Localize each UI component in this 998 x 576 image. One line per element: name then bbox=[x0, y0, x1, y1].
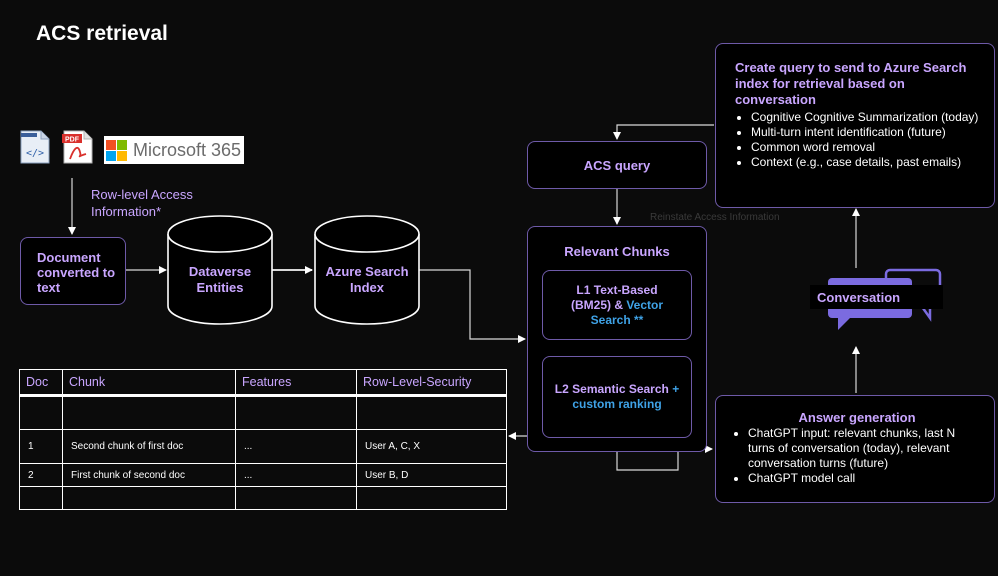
dataverse-label: Dataverse Entities bbox=[166, 264, 274, 296]
bullet-item: Common word removal bbox=[751, 140, 984, 155]
l1-search-label: L1 Text-Based (BM25) & Vector Search ** bbox=[562, 283, 672, 328]
column-header-row-level-security: Row-Level-Security bbox=[356, 369, 507, 397]
table-cell: 1 bbox=[19, 429, 63, 464]
conversation-label-bg bbox=[810, 285, 943, 309]
table-cell bbox=[19, 395, 63, 430]
bullet-item: ChatGPT input: relevant chunks, last N t… bbox=[748, 426, 982, 471]
create-query-bullets: Cognitive Cognitive Summarization (today… bbox=[735, 110, 984, 170]
page-title: ACS retrieval bbox=[36, 22, 168, 45]
table-cell: ... bbox=[235, 463, 357, 487]
svg-text:</>: </> bbox=[26, 148, 44, 159]
document-chunks-table: Doc Chunk Features Row-Level-Security 1 … bbox=[19, 369, 507, 510]
table-cell bbox=[62, 486, 236, 510]
table-row bbox=[19, 395, 507, 430]
relevant-chunks-title: Relevant Chunks bbox=[564, 244, 670, 259]
bullet-item: Multi-turn intent identification (future… bbox=[751, 125, 984, 140]
dataverse-cylinder bbox=[167, 215, 273, 325]
dataverse-line1: Dataverse bbox=[188, 264, 252, 279]
relevant-chunks-box: Relevant Chunks L1 Text-Based (BM25) & V… bbox=[527, 226, 707, 452]
table-cell bbox=[19, 486, 63, 510]
document-converted-box: Document converted to text bbox=[20, 237, 126, 305]
overlap-faint-text: Reinstate Access Information bbox=[650, 212, 780, 223]
arrow-createquery-to-acsquery bbox=[613, 124, 714, 140]
l2-ranking-part: + custom ranking bbox=[572, 382, 680, 411]
svg-text:PDF: PDF bbox=[65, 137, 80, 144]
table-cell bbox=[235, 395, 357, 430]
l2-search-box: L2 Semantic Search + custom ranking bbox=[542, 356, 692, 438]
table-cell bbox=[62, 395, 236, 430]
table-cell: User A, C, X bbox=[356, 429, 507, 464]
microsoft-logo-icon bbox=[106, 139, 127, 161]
table-cell: First chunk of second doc bbox=[62, 463, 236, 487]
pdf-file-icon: PDF bbox=[62, 130, 94, 164]
bullet-item: ChatGPT model call bbox=[748, 471, 982, 486]
answer-bullets: ChatGPT input: relevant chunks, last N t… bbox=[732, 426, 982, 486]
column-header-features: Features bbox=[235, 369, 357, 397]
acs-query-label: ACS query bbox=[583, 157, 651, 173]
microsoft-365-label: Microsoft 365 bbox=[133, 139, 242, 160]
html-file-icon: </> bbox=[19, 130, 51, 164]
l1-vector-part: Vector Search ** bbox=[590, 297, 664, 327]
create-query-box: Create query to send to Azure Search ind… bbox=[715, 43, 995, 208]
microsoft-365-badge: Microsoft 365 bbox=[104, 136, 244, 164]
arrow-chunks-to-answer bbox=[616, 445, 713, 471]
acs-query-box: ACS query bbox=[527, 141, 707, 189]
table-cell: ... bbox=[235, 429, 357, 464]
table-row bbox=[19, 486, 507, 510]
conversation-label: Conversation bbox=[817, 290, 901, 305]
create-query-heading: Create query to send to Azure Search ind… bbox=[735, 60, 967, 107]
document-converted-label: Document converted to text bbox=[37, 250, 116, 295]
column-header-doc: Doc bbox=[19, 369, 63, 397]
l1-text-part: L1 Text-Based (BM25) & bbox=[570, 282, 658, 312]
l2-semantic-part: L2 Semantic Search bbox=[554, 382, 673, 396]
dataverse-line2: Entities bbox=[196, 280, 244, 295]
table-cell bbox=[235, 486, 357, 510]
row-level-access-label: Row-level Access Information* bbox=[91, 187, 193, 219]
table-cell: Second chunk of first doc bbox=[62, 429, 236, 464]
l1-search-box: L1 Text-Based (BM25) & Vector Search ** bbox=[542, 270, 692, 340]
azure-search-index-cylinder bbox=[314, 215, 420, 325]
azure-index-line1: Azure Search bbox=[325, 264, 409, 279]
azure-index-line2: Index bbox=[350, 280, 384, 295]
table-cell: 2 bbox=[19, 463, 63, 487]
table-cell bbox=[356, 486, 507, 510]
answer-generation-box: Answer generation ChatGPT input: relevan… bbox=[715, 395, 995, 503]
answer-generation-heading: Answer generation bbox=[798, 410, 916, 425]
arrow-index-to-chunks bbox=[418, 269, 526, 343]
column-header-chunk: Chunk bbox=[62, 369, 236, 397]
table-row: 1 Second chunk of first doc ... User A, … bbox=[19, 429, 507, 464]
l2-search-label: L2 Semantic Search + custom ranking bbox=[552, 382, 682, 412]
table-cell: User B, D bbox=[356, 463, 507, 487]
bullet-item: Cognitive Cognitive Summarization (today… bbox=[751, 110, 984, 125]
table-cell bbox=[356, 395, 507, 430]
table-row: 2 First chunk of second doc ... User B, … bbox=[19, 463, 507, 487]
azure-search-index-label: Azure Search Index bbox=[312, 264, 422, 296]
table-header-row: Doc Chunk Features Row-Level-Security bbox=[19, 369, 507, 397]
bullet-item: Context (e.g., case details, past emails… bbox=[751, 155, 984, 170]
